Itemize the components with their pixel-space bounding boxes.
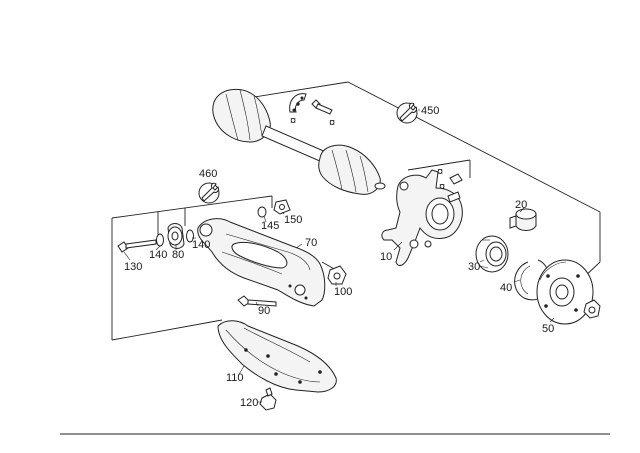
wheel-bearing: [475, 235, 509, 273]
wheel-hub: [536, 259, 594, 325]
nut: [327, 265, 347, 285]
wrench-icon: [198, 182, 220, 204]
lower-control-arm: [197, 218, 326, 307]
star-marker-icon: ¤ ¤ ¤ ¤: [290, 115, 445, 193]
callout-120: 120: [240, 397, 258, 409]
callout-110: 110: [226, 372, 244, 384]
callout-50: 50: [542, 323, 554, 335]
shaft-bolt: [311, 99, 333, 115]
svg-text:¤: ¤: [439, 181, 445, 193]
callout-460: 460: [199, 168, 217, 180]
svg-text:¤: ¤: [290, 115, 296, 127]
svg-text:¤: ¤: [329, 117, 335, 129]
steering-knuckle: [381, 169, 463, 266]
drive-shaft: [212, 88, 386, 195]
leader-lines: [123, 109, 555, 403]
callout-40: 40: [500, 282, 512, 294]
callout-140-right: 140: [192, 239, 210, 251]
retaining-plate: [289, 93, 307, 113]
callout-145: 145: [261, 220, 279, 232]
callout-450: 450: [421, 105, 439, 117]
bushing: [509, 208, 537, 231]
reference-frame-lines: [60, 81, 610, 435]
wrench-icon: [396, 102, 418, 124]
washer: [257, 206, 267, 218]
spring-link-cover: [217, 320, 337, 393]
arm-bushing: [167, 223, 185, 249]
bolt: [237, 295, 277, 307]
hub-nut: [583, 299, 601, 319]
callout-70: 70: [305, 237, 317, 249]
svg-text:¤: ¤: [437, 166, 443, 178]
callout-90: 90: [258, 305, 270, 317]
nut: [273, 199, 291, 215]
callout-100: 100: [334, 286, 352, 298]
callout-labels: 10 20 30 40 50 70 80 90 100 110 120 130 …: [124, 105, 554, 409]
callout-30: 30: [468, 261, 480, 273]
callout-130: 130: [124, 261, 142, 273]
callout-20: 20: [515, 199, 527, 211]
callout-150: 150: [284, 214, 302, 226]
bolt: [117, 239, 157, 253]
callout-80: 80: [172, 249, 184, 261]
callout-10: 10: [380, 251, 392, 263]
callout-140-left: 140: [149, 249, 167, 261]
drain-plug: [259, 387, 277, 411]
